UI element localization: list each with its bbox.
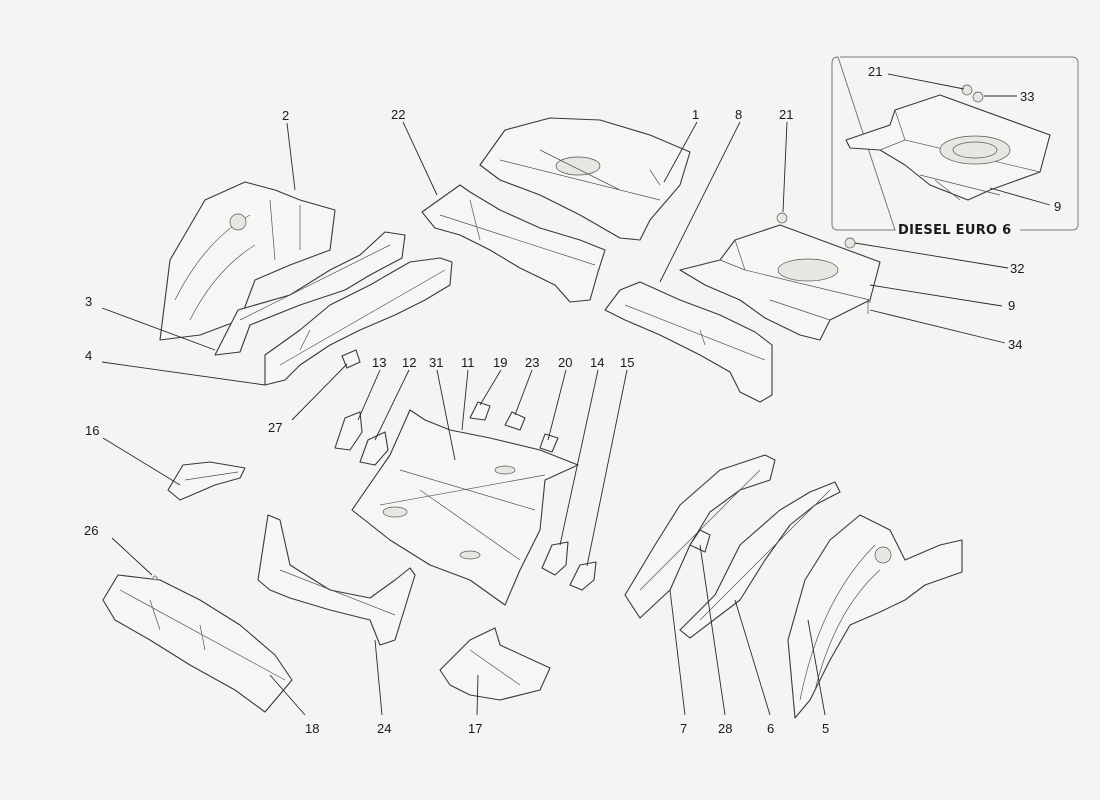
callout-6: 6 xyxy=(767,721,774,736)
callout-5: 5 xyxy=(822,721,829,736)
callout-28: 28 xyxy=(718,721,732,736)
plug-21 xyxy=(776,212,788,224)
part-15-bracket xyxy=(569,561,597,591)
part-5-wheelhouse-right xyxy=(787,514,963,719)
part-18-rear-member xyxy=(102,574,293,713)
callout-9-main: 9 xyxy=(1008,298,1015,313)
part-28-bracket xyxy=(689,529,711,553)
callout-11: 11 xyxy=(461,355,475,370)
callout-15: 15 xyxy=(620,355,634,370)
callout-22: 22 xyxy=(391,107,405,122)
callout-18: 18 xyxy=(305,721,319,736)
part-17-bracket xyxy=(439,627,551,701)
bolt-34 xyxy=(865,300,871,314)
callout-12: 12 xyxy=(402,355,416,370)
callout-24: 24 xyxy=(377,721,391,736)
callout-9-inset: 9 xyxy=(1054,199,1061,214)
clip-26 xyxy=(152,575,158,581)
rear-floor-panel xyxy=(351,409,579,606)
part-12-bracket xyxy=(359,431,389,466)
callout-31: 31 xyxy=(429,355,443,370)
part-6-wheelhouse-member xyxy=(679,481,841,639)
plug-32 xyxy=(844,237,856,249)
callout-2: 2 xyxy=(282,108,289,123)
callout-26: 26 xyxy=(84,523,98,538)
callout-27: 27 xyxy=(268,420,282,435)
part-14-bracket xyxy=(541,541,569,576)
part-3-rail xyxy=(214,231,406,356)
callout-21-inset: 21 xyxy=(868,64,882,79)
callout-20: 20 xyxy=(558,355,572,370)
part-8-rear-cross-rail xyxy=(604,281,773,403)
callout-8: 8 xyxy=(735,107,742,122)
part-16-bracket xyxy=(167,461,246,501)
callout-16: 16 xyxy=(85,423,99,438)
callout-23: 23 xyxy=(525,355,539,370)
part-23-bracket xyxy=(504,411,526,431)
callout-1: 1 xyxy=(692,107,699,122)
callout-17: 17 xyxy=(468,721,482,736)
callout-13: 13 xyxy=(372,355,386,370)
callout-33: 33 xyxy=(1020,89,1034,104)
part-24-crossmember xyxy=(257,514,416,646)
callout-21-main: 21 xyxy=(779,107,793,122)
callout-14: 14 xyxy=(590,355,604,370)
part-4-longitudinal-member xyxy=(264,257,453,386)
part-2-wheelhouse-left xyxy=(159,181,336,341)
diesel-euro6-inset: DIESEL EURO 6 xyxy=(831,56,1079,238)
part-27-bracket xyxy=(341,349,361,369)
inset-title: DIESEL EURO 6 xyxy=(898,223,1012,238)
callout-32: 32 xyxy=(1010,261,1024,276)
inset-plug-33 xyxy=(972,91,984,103)
part-22-cross-member xyxy=(421,184,606,303)
inset-spare-wheel-tub xyxy=(845,94,1051,201)
callout-labels: 1 2 3 4 5 6 7 8 9 9 11 12 13 14 15 16 17… xyxy=(84,64,1061,736)
callout-34: 34 xyxy=(1008,337,1022,352)
callout-4: 4 xyxy=(85,348,92,363)
leader-lines xyxy=(101,73,1051,716)
inset-plug-21 xyxy=(961,84,973,96)
callout-19: 19 xyxy=(493,355,507,370)
part-20-bracket xyxy=(539,433,559,453)
part-1-rear-shelf-panel xyxy=(479,117,691,241)
callout-3: 3 xyxy=(85,294,92,309)
part-19-bracket xyxy=(469,401,491,421)
part-13-bracket xyxy=(334,411,363,451)
callout-7: 7 xyxy=(680,721,687,736)
part-9-spare-wheel-tub xyxy=(679,224,881,341)
